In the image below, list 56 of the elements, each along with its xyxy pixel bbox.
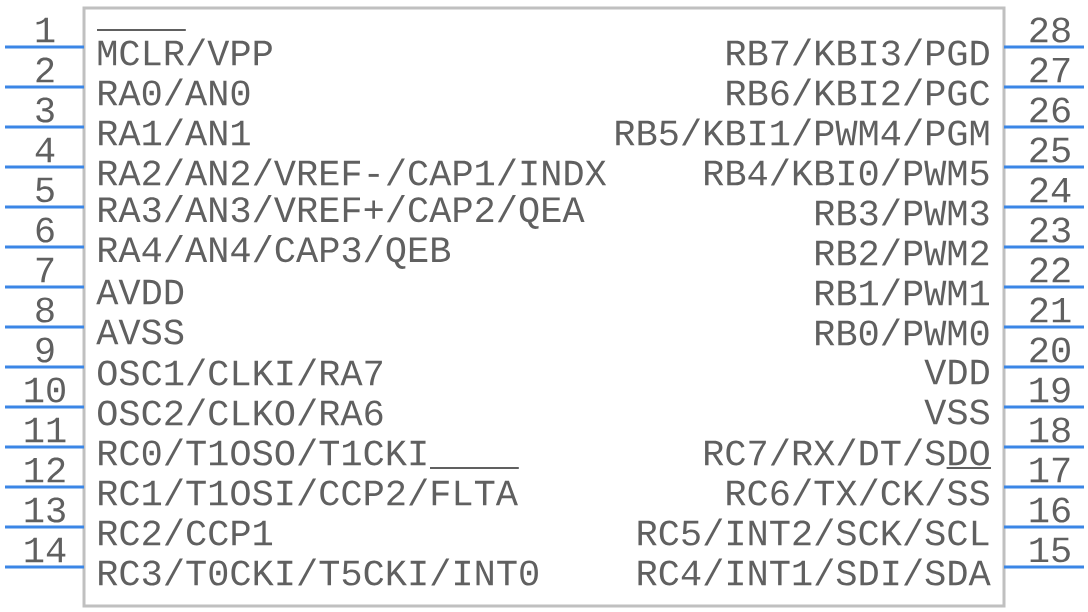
pin-name: RB5/KBI1/PWM4/PGM xyxy=(616,118,989,146)
pin-name: RA2/AN2/VREF-/CAP1/INDX xyxy=(99,158,607,186)
pin-number: 9 xyxy=(36,337,54,363)
pin-name: RB7/KBI3/PGD xyxy=(727,38,989,66)
pin-number: 3 xyxy=(36,97,54,123)
pin-name: AVDD xyxy=(96,279,184,305)
pin-name: RC7/RX/DT/SDO xyxy=(705,438,989,466)
pin-number: 22 xyxy=(1030,257,1070,283)
pin-name: RC1/T1OSI/CCP2/FLTA xyxy=(99,478,518,506)
pin-number: 7 xyxy=(36,257,54,283)
pin-name: RC5/INT2/SCK/SCL xyxy=(638,518,989,546)
pin-number: 4 xyxy=(35,137,55,163)
pin-number: 27 xyxy=(1030,57,1070,83)
pin-name: VDD xyxy=(924,359,989,385)
pin-name: RB6/KBI2/PGC xyxy=(727,78,990,106)
pin-number: 24 xyxy=(1030,177,1071,203)
pin-number: 23 xyxy=(1030,217,1070,243)
pin-name: RA0/AN0 xyxy=(99,78,250,106)
pin-number: 20 xyxy=(1030,337,1070,363)
pin-name: RC0/T1OSO/T1CKI xyxy=(99,438,426,466)
pin-number: 18 xyxy=(1030,417,1070,443)
pin-name: RC4/INT1/SDI/SDA xyxy=(638,558,991,586)
pin-name: RA3/AN3/VREF+/CAP2/QEA xyxy=(99,195,585,229)
pin-number: 19 xyxy=(1030,377,1070,403)
pin-number: 26 xyxy=(1030,97,1070,123)
pin-number: 8 xyxy=(36,297,54,323)
pin-name: RB0/PWM0 xyxy=(816,318,989,346)
pin-name: VSS xyxy=(924,399,989,425)
pin-number: 12 xyxy=(25,457,65,483)
pin-number: 11 xyxy=(25,417,66,443)
pin-name: RB1/PWM1 xyxy=(816,278,989,306)
pin-number: 17 xyxy=(1030,457,1070,483)
pin-number: 5 xyxy=(36,177,54,203)
pin-name: RB3/PWM3 xyxy=(816,198,989,226)
pin-name: AVSS xyxy=(96,319,184,345)
pin-number: 2 xyxy=(36,57,54,83)
pin-name: RC3/T0CKI/T5CKI/INT0 xyxy=(99,558,538,586)
pin-name: RB4/KBI0/PWM5 xyxy=(705,158,989,186)
pin-number: 28 xyxy=(1030,17,1070,43)
pin-name: RC6/TX/CK/SS xyxy=(727,478,989,506)
pin-number: 1 xyxy=(36,17,55,43)
pin-number: 16 xyxy=(1030,497,1070,523)
pin-number: 13 xyxy=(25,497,65,523)
pin-name: RA1/AN1 xyxy=(99,118,250,146)
pin-name: RA4/AN4/CAP3/QEB xyxy=(99,235,450,269)
pin-name: RB2/PWM2 xyxy=(816,238,989,266)
pin-number: 14 xyxy=(25,537,66,563)
pin-number: 6 xyxy=(36,217,54,243)
pin-number: 25 xyxy=(1030,137,1070,163)
pin-name: OSC2/CLKO/RA6 xyxy=(98,398,383,426)
pin-number: 21 xyxy=(1030,297,1071,323)
pin-name: RC2/CCP1 xyxy=(99,518,272,546)
pin-name: OSC1/CLKI/RA7 xyxy=(98,358,382,386)
pin-number: 15 xyxy=(1030,537,1070,563)
pin-number: 10 xyxy=(25,377,65,403)
pin-name: MCLR/VPP xyxy=(98,38,272,66)
